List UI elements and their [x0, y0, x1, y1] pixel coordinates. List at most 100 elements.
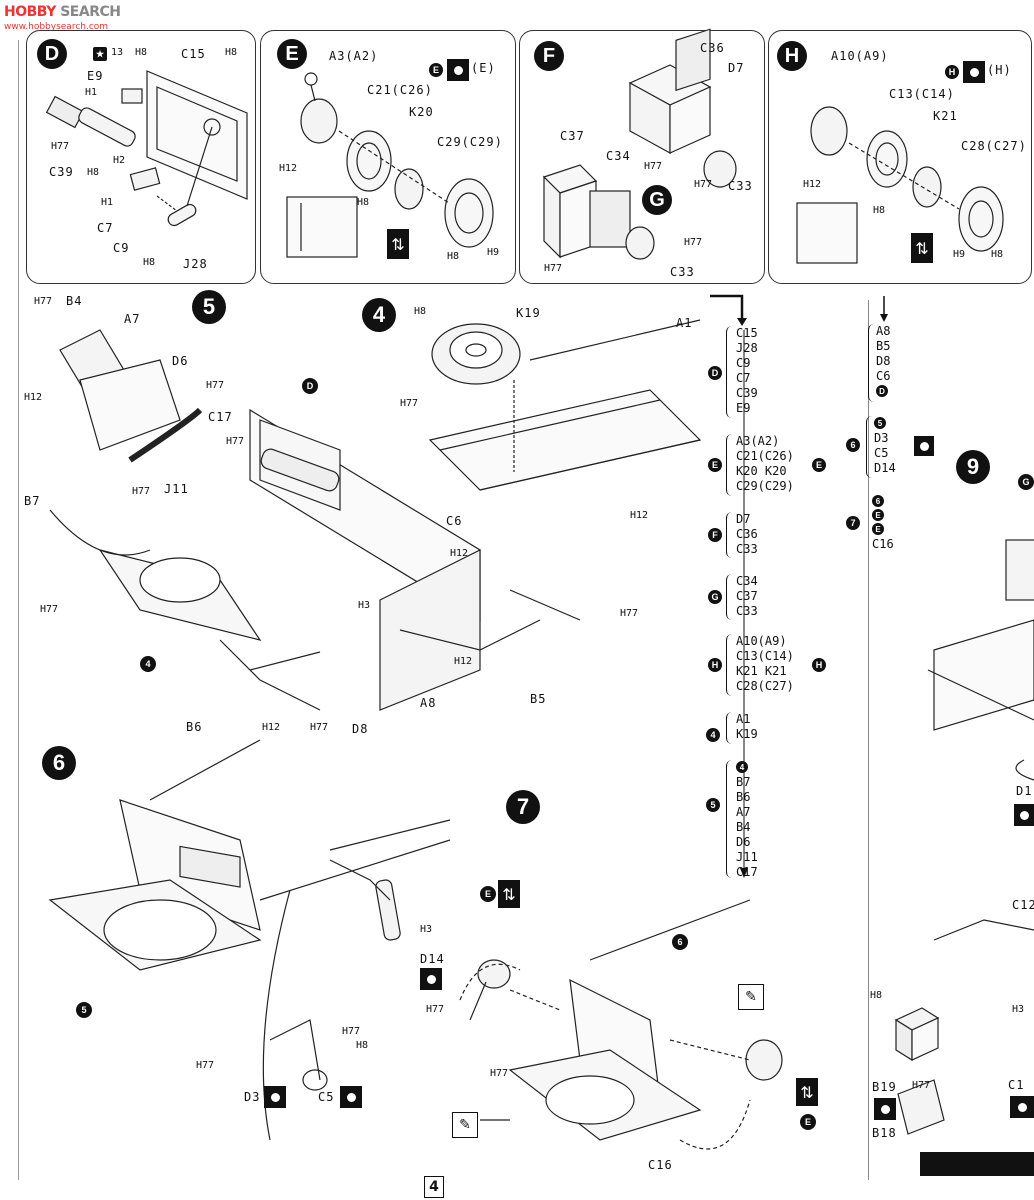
label-h12: H77 — [310, 722, 329, 733]
step-9-badge: 9 — [956, 450, 990, 484]
seq-group-5: 4 B7 B6 A7 B4 D6 J11 C17 — [736, 760, 758, 880]
page-number: 4 — [424, 1176, 444, 1198]
label-c34: C34 — [606, 149, 631, 163]
seq-item: C6 — [876, 369, 891, 383]
label-h77: H77 — [644, 161, 663, 172]
arrows-icon: ⇅ — [387, 229, 409, 259]
label-h9: H9 — [953, 249, 966, 260]
label-h77: H77 — [196, 1060, 215, 1071]
label-a3-a2: A3(A2) — [329, 49, 379, 63]
step-9-drawing — [897, 539, 1034, 1135]
step-4-drawing — [428, 319, 702, 491]
seq-item: A3(A2) — [736, 434, 780, 448]
label-d1: C12 — [1012, 898, 1034, 912]
bicolor-icon — [874, 1098, 896, 1120]
step-7-badge: 7 — [506, 790, 540, 824]
seq-item: K21 K21 — [736, 664, 787, 678]
seq-item: B7 — [736, 775, 751, 789]
label-b7: B7 — [24, 494, 41, 508]
bicolor-icon — [340, 1086, 362, 1108]
ref-badge-d: D — [302, 378, 318, 394]
label-a1: A1 — [676, 316, 693, 330]
label-c6: C6 — [446, 514, 463, 528]
seq-item: D14 — [874, 461, 896, 475]
label-h77: H77 — [132, 486, 151, 497]
label-h12: H12 — [454, 656, 473, 667]
panel-f-drawing — [542, 28, 737, 260]
step-5-drawing — [49, 329, 581, 711]
label-c36: C36 — [700, 41, 725, 55]
seq-item: E9 — [736, 401, 751, 415]
seq-ref-e: E — [812, 458, 826, 472]
seq-ref-step-7: 7 — [846, 516, 860, 530]
seq-item: C7 — [736, 371, 751, 385]
label-b5: B5 — [530, 692, 547, 706]
label-h77: H77 — [34, 296, 53, 307]
label-h77: H77 — [490, 1068, 509, 1079]
black-bar — [920, 1152, 1034, 1176]
label-c21-c26: C21(C26) — [367, 83, 433, 97]
seq-item: C33 — [736, 604, 758, 618]
label-c5: C5 — [318, 1090, 335, 1104]
label-a8: A8 — [420, 696, 437, 710]
seq-group-7: 6 E E C16 — [872, 494, 894, 552]
step-5-badge: 5 — [192, 290, 226, 324]
ref-badge-5: 5 — [76, 1002, 92, 1018]
step-6-drawing — [48, 739, 451, 1141]
ref-badge-4: 4 — [140, 656, 156, 672]
label-b19: B19 — [872, 1080, 897, 1094]
seq-item: C28(C27) — [736, 679, 794, 693]
seq-item: C29(C29) — [736, 479, 794, 493]
brace — [726, 760, 733, 878]
label-a10-a9: A10(A9) — [831, 49, 889, 63]
label-variant-h: (H) — [987, 63, 1012, 77]
bicolor-icon — [914, 436, 934, 456]
seq-item: J28 — [736, 341, 758, 355]
panel-e: E A3(A2) C21(C26) K20 C29(C29) E (E) H12… — [260, 30, 516, 284]
seq-group-h: A10(A9) C13(C14) K21 K21 C28(C27) — [736, 634, 794, 694]
bicolor-icon — [264, 1086, 286, 1108]
seq-item-ref: 4 — [736, 761, 748, 773]
label-c17: C17 — [208, 410, 233, 424]
label-h8: H8 — [873, 205, 886, 216]
label-h3: H3 — [1012, 1004, 1025, 1015]
seq-item-ref: E — [872, 509, 884, 521]
ref-badge-e: E — [429, 63, 443, 77]
label-h77: H77 — [206, 380, 225, 391]
brace — [726, 326, 733, 418]
part-b19-drawing — [894, 1007, 940, 1062]
seq-item: C34 — [736, 574, 758, 588]
brace — [726, 434, 733, 496]
label-h12: H12 — [24, 392, 43, 403]
seq-item: B5 — [876, 339, 891, 353]
seq-item-ref: 6 — [872, 495, 884, 507]
label-h77: H77 — [40, 604, 59, 615]
brace — [726, 574, 733, 620]
label-h77: H77 — [684, 237, 703, 248]
seq-item: C39 — [736, 386, 758, 400]
label-d8: D8 — [352, 722, 369, 736]
label-k19: K19 — [516, 306, 541, 320]
seq-group-d: C15 J28 C9 C7 C39 E9 — [736, 326, 758, 416]
seq-group-right-top: A8 B5 D8 C6 D — [876, 324, 890, 397]
label-h77: H77 — [426, 1004, 445, 1015]
arrows-icon: ⇅ — [796, 1078, 818, 1106]
seq-ref-h: H — [708, 658, 722, 672]
seq-group-6: 5 D3 C5 D14 — [874, 416, 896, 476]
label-d3: D3 — [244, 1090, 261, 1104]
star-icon: ★ — [93, 47, 107, 61]
label-c12: C1 — [1008, 1078, 1025, 1092]
panel-d-drawing — [45, 70, 248, 227]
seq-item: C5 — [874, 446, 889, 460]
seq-item-ref: D — [876, 385, 888, 397]
label-h12: H12 — [630, 510, 649, 521]
seq-ref-g: G — [708, 590, 722, 604]
step-4-badge: 4 — [362, 298, 396, 332]
label-c28-c27: C28(C27) — [961, 139, 1027, 153]
label-c37: C37 — [560, 129, 585, 143]
seq-item: A10(A9) — [736, 634, 787, 648]
label-h77: H77 — [544, 263, 563, 274]
label-d14: D14 — [420, 952, 445, 966]
label-h3: H3 — [420, 924, 433, 935]
bicolor-icon — [1014, 804, 1034, 826]
